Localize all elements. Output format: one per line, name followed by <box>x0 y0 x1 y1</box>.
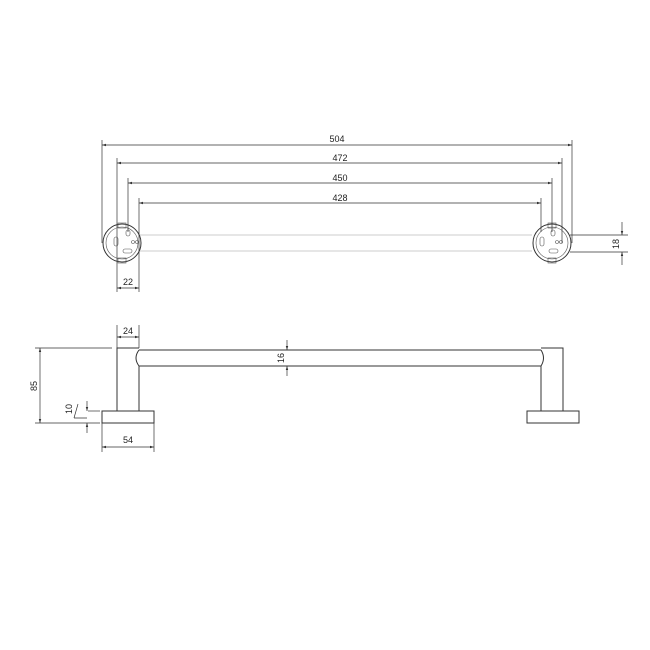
dim-54: 54 <box>123 435 133 445</box>
left-rosette <box>102 222 142 264</box>
dim-85: 85 <box>29 381 39 391</box>
dim-450: 450 <box>332 173 347 183</box>
dim-10: 10 <box>64 404 74 414</box>
dim-472: 472 <box>332 153 347 163</box>
dim-428: 428 <box>332 193 347 203</box>
dim-22: 22 <box>123 277 133 287</box>
dim-18: 18 <box>611 239 621 249</box>
side-view: 24 85 10 54 16 <box>29 325 580 452</box>
dim-504: 504 <box>329 134 344 144</box>
dim-24: 24 <box>123 326 133 336</box>
top-view: 504 472 450 428 22 18 <box>101 134 628 292</box>
dim-16: 16 <box>276 353 286 363</box>
